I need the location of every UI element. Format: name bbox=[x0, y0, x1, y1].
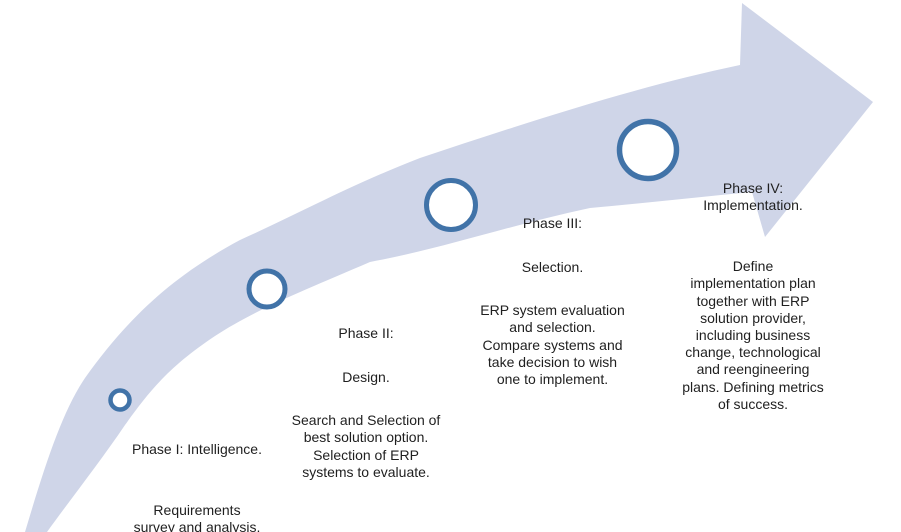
milestone-ring-phase-1-icon bbox=[108, 388, 132, 412]
phase-2-heading: Phase II: bbox=[338, 325, 394, 342]
phase-3-description: ERP system evaluation and selection. Com… bbox=[480, 302, 625, 387]
phase-3-label: Phase III: Selection. ERP system evaluat… bbox=[465, 198, 640, 405]
phase-2-label: Phase II: Design. Search and Selection o… bbox=[281, 308, 451, 498]
phase-3-subheading: Selection. bbox=[521, 258, 584, 275]
milestone-ring-phase-4-icon bbox=[616, 118, 680, 182]
phase-2-subheading: Design. bbox=[342, 368, 390, 385]
phase-1-label: Phase I: Intelligence. Requirements surv… bbox=[112, 424, 282, 532]
phase-3-heading: Phase III: bbox=[522, 215, 583, 232]
phase-4-label: Phase IV: Implementation. Define impleme… bbox=[670, 163, 836, 430]
milestone-ring-phase-3-icon bbox=[424, 178, 478, 232]
phase-1-description: Requirements survey and analysis. bbox=[133, 501, 261, 532]
milestone-ring-phase-2-icon bbox=[246, 268, 288, 310]
phase-2-description: Search and Selection of best solution op… bbox=[291, 412, 441, 480]
phase-1-heading: Phase I: Intelligence. bbox=[132, 441, 262, 458]
phase-4-description: Define implementation plan together with… bbox=[682, 258, 824, 412]
phase-4-heading: Phase IV: Implementation. bbox=[703, 180, 803, 214]
